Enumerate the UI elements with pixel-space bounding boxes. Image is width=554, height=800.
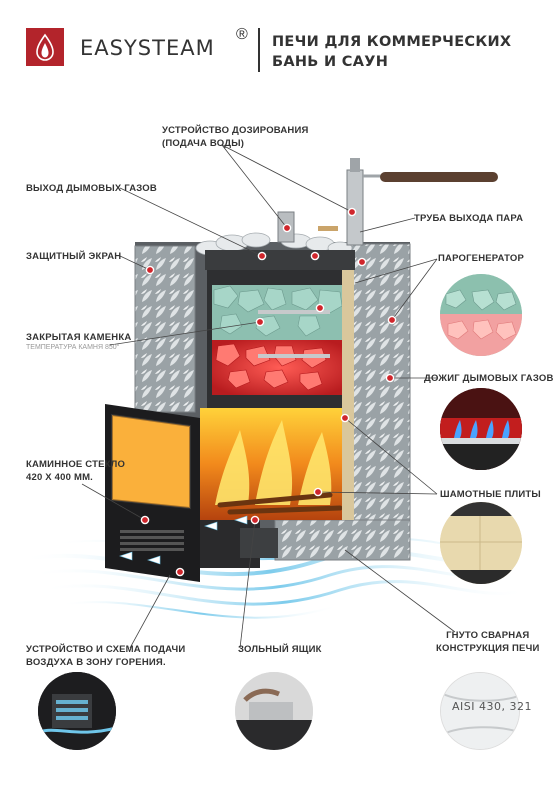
label-closed-heater: ЗАКРЫТАЯ КАМЕНКА [26,332,132,343]
ash-box-detail [235,672,313,750]
label-steam-pipe: ТРУБА ВЫХОДА ПАРА [414,213,524,224]
callout-dots [140,207,397,577]
label-chamotte-plates: ШАМОТНЫЕ ПЛИТЫ [440,489,541,500]
label-air-supply: УСТРОЙСТВО И СХЕМА ПОДАЧИ ВОЗДУХА В ЗОНУ… [26,644,186,668]
brand-logo [26,28,64,66]
label-closed-heater-note: ТЕМПЕРАТУРА КАМНЯ 850° [26,344,120,351]
label-dosing-device: УСТРОЙСТВО ДОЗИРОВАНИЯ (ПОДАЧА ВОДЫ) [162,125,309,149]
flame-drop-icon [36,33,54,61]
chamotte-detail [440,502,522,584]
label-flue-outlet: ВЫХОД ДЫМОВЫХ ГАЗОВ [26,183,157,194]
registered-mark: ® [236,26,248,43]
steel-detail [440,672,520,750]
title-line-1: ПЕЧИ ДЛЯ КОММЕРЧЕСКИХ [272,34,512,50]
label-steam-generator: ПАРОГЕНЕРАТОР [438,253,524,264]
air-supply-detail [38,672,116,750]
header-divider [258,28,260,72]
label-protective-screen: ЗАЩИТНЫЙ ЭКРАН [26,251,122,262]
label-afterburn: ДОЖИГ ДЫМОВЫХ ГАЗОВ [424,373,554,384]
steel-grade-text: AISI 430, 321 [452,700,532,713]
label-bent-welded: ГНУТО СВАРНАЯ КОНСТРУКЦИЯ ПЕЧИ [436,630,540,654]
brand-name: EASYSTEAM [80,36,215,60]
page-title: ПЕЧИ ДЛЯ КОММЕРЧЕСКИХ БАНЬ И САУН [272,32,511,72]
title-line-2: БАНЬ И САУН [272,54,389,70]
afterburn-detail [440,388,522,470]
steam-generator-detail [440,274,522,356]
label-ash-box: ЗОЛЬНЫЙ ЯЩИК [238,644,322,655]
label-fireplace-glass: КАМИННОЕ СТЕКЛО 420 Х 400 ММ. [26,459,126,483]
